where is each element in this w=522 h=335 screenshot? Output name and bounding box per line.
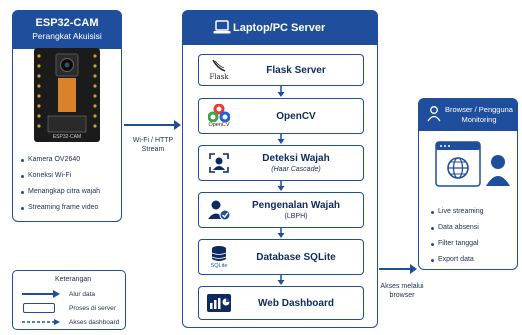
device-panel: ESP32-CAM Perangkat Akuisisi — [12, 10, 122, 222]
step-sublabel: (LBPH) — [284, 213, 308, 220]
flask-server-step: Flask Flask Server — [198, 54, 364, 86]
face-recognition-step: Pengenalan Wajah (LBPH) — [198, 192, 364, 228]
client-feature-list: Live streaming Data absensi Filter tangg… — [430, 204, 514, 268]
list-item: Export data — [430, 252, 514, 268]
legend-title: Keterangan — [55, 276, 92, 283]
board-label: ESP32-CAM — [53, 134, 81, 140]
wifi-link-label: Wi-Fi / HTTP Stream — [132, 137, 174, 153]
user-check-icon — [199, 193, 239, 227]
laptop-icon — [213, 20, 231, 34]
browser-link-label: Akses melalui browser — [380, 283, 424, 299]
step-label: Flask Server — [266, 64, 326, 76]
legend-dashed-swatch — [22, 319, 60, 325]
database-icon: SQLite — [199, 240, 239, 274]
legend-box-swatch — [23, 303, 55, 313]
wifi-arrow — [124, 120, 181, 130]
device-header: ESP32-CAM Perangkat Akuisisi — [13, 11, 121, 49]
face-detection-step: Deteksi Wajah (Haar Cascade) — [198, 145, 364, 181]
web-dashboard-step: Web Dashboard — [198, 286, 364, 320]
legend-item: Alur data — [69, 291, 96, 298]
step-sublabel: (Haar Cascade) — [271, 166, 321, 173]
step-label: Deteksi Wajah — [262, 153, 330, 164]
list-item: Menangkap citra wajah — [20, 184, 124, 200]
flow-arrow — [277, 181, 285, 191]
opencv-step: OpenCV OpenCV — [198, 98, 364, 134]
dashboard-icon — [199, 287, 239, 319]
step-label: OpenCV — [276, 110, 316, 122]
browser-illustration — [434, 140, 514, 194]
legend: Keterangan Alur data Proses di server Ak… — [12, 270, 126, 330]
flow-arrow — [277, 134, 285, 144]
legend-item: Proses di server — [69, 305, 116, 312]
user-monitor-icon — [427, 106, 441, 122]
step-label: Database SQLite — [256, 251, 336, 263]
step-label: Pengenalan Wajah — [252, 200, 340, 211]
server-header: Laptop/PC Server — [183, 11, 377, 45]
client-header: Browser / Pengguna Monitoring — [419, 99, 517, 131]
server-title: Laptop/PC Server — [233, 22, 326, 34]
list-item: Data absensi — [430, 220, 514, 236]
esp32-board-image: ESP32-CAM — [22, 44, 112, 144]
database-step: SQLite Database SQLite — [198, 239, 364, 275]
list-item: Live streaming — [430, 204, 514, 220]
client-title: Browser / Pengguna Monitoring — [445, 105, 513, 124]
device-feature-list: Kamera OV2640 Koneksi Wi-Fi Menangkap ci… — [20, 152, 124, 218]
list-item: Streaming frame video — [20, 200, 124, 216]
legend-arrow-swatch — [22, 290, 60, 298]
face-scan-icon — [199, 146, 239, 180]
device-title: ESP32-CAM — [35, 17, 99, 29]
browser-arrow — [379, 264, 417, 274]
list-item: Filter tanggal — [430, 236, 514, 252]
flow-arrow — [277, 86, 285, 97]
list-item: Koneksi Wi-Fi — [20, 168, 124, 184]
device-subtitle: Perangkat Akuisisi — [32, 31, 102, 41]
flask-icon: Flask — [199, 55, 239, 85]
flow-arrow — [277, 275, 285, 285]
legend-item: Akses dashboard — [69, 319, 120, 326]
step-label: Web Dashboard — [258, 297, 334, 309]
opencv-icon: OpenCV — [199, 99, 239, 133]
flow-arrow — [277, 228, 285, 238]
list-item: Kamera OV2640 — [20, 152, 124, 168]
